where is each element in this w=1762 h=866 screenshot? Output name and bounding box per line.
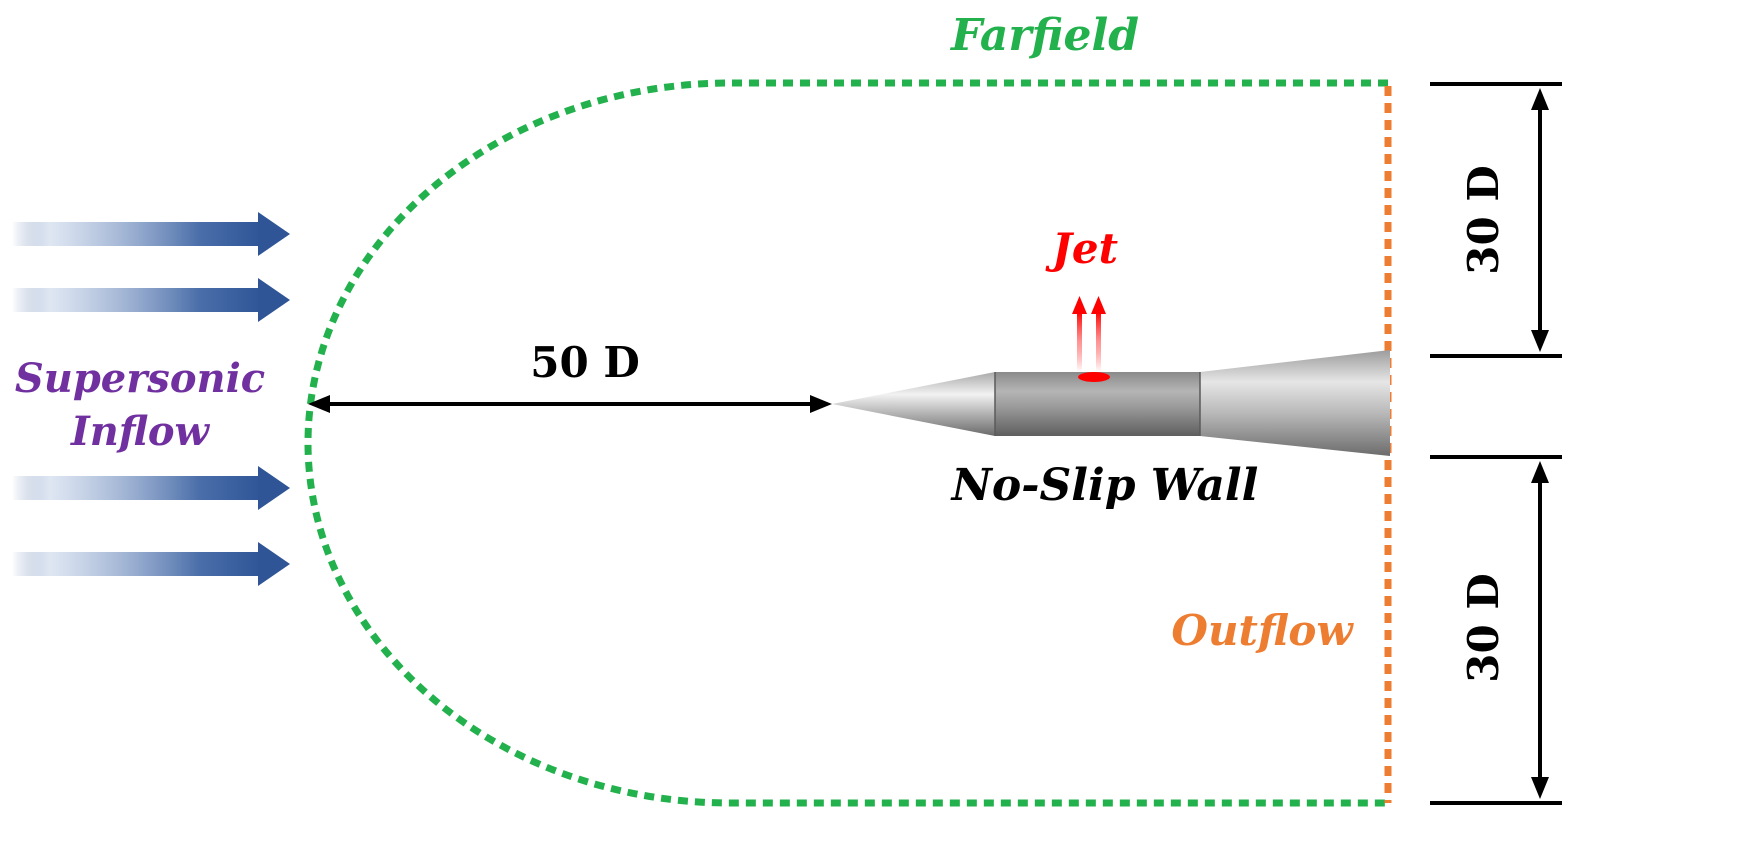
dimension-upstream-label: 50 D <box>530 338 640 387</box>
jet-label: Jet <box>1045 224 1118 273</box>
nose-cone <box>832 372 995 436</box>
vehicle-body <box>832 350 1390 456</box>
dimension-lower-label: 30 D <box>1459 573 1508 683</box>
flare <box>1200 350 1390 456</box>
outflow-label: Outflow <box>1171 606 1354 655</box>
right-arrow-icon <box>12 278 290 322</box>
right-arrow-icon <box>12 466 290 510</box>
farfield-label: Farfield <box>949 10 1139 61</box>
jet-orifice <box>1078 372 1110 382</box>
right-arrow-icon <box>12 212 290 256</box>
no-slip-wall-label: No-Slip Wall <box>950 460 1259 511</box>
up-arrow-icon <box>1091 296 1106 372</box>
inflow-label: Inflow <box>70 408 211 455</box>
dimension-upper-label: 30 D <box>1459 165 1508 275</box>
dimension-upper <box>1430 82 1562 358</box>
right-arrow-icon <box>12 542 290 586</box>
dimension-lower <box>1430 455 1562 805</box>
jet <box>1072 296 1110 382</box>
inflow-arrows <box>12 212 290 586</box>
supersonic-label: Supersonic <box>15 355 265 402</box>
dimension-upstream <box>308 395 832 413</box>
farfield-boundary <box>304 79 1388 807</box>
up-arrow-icon <box>1072 296 1087 372</box>
cylinder-body <box>995 372 1200 436</box>
